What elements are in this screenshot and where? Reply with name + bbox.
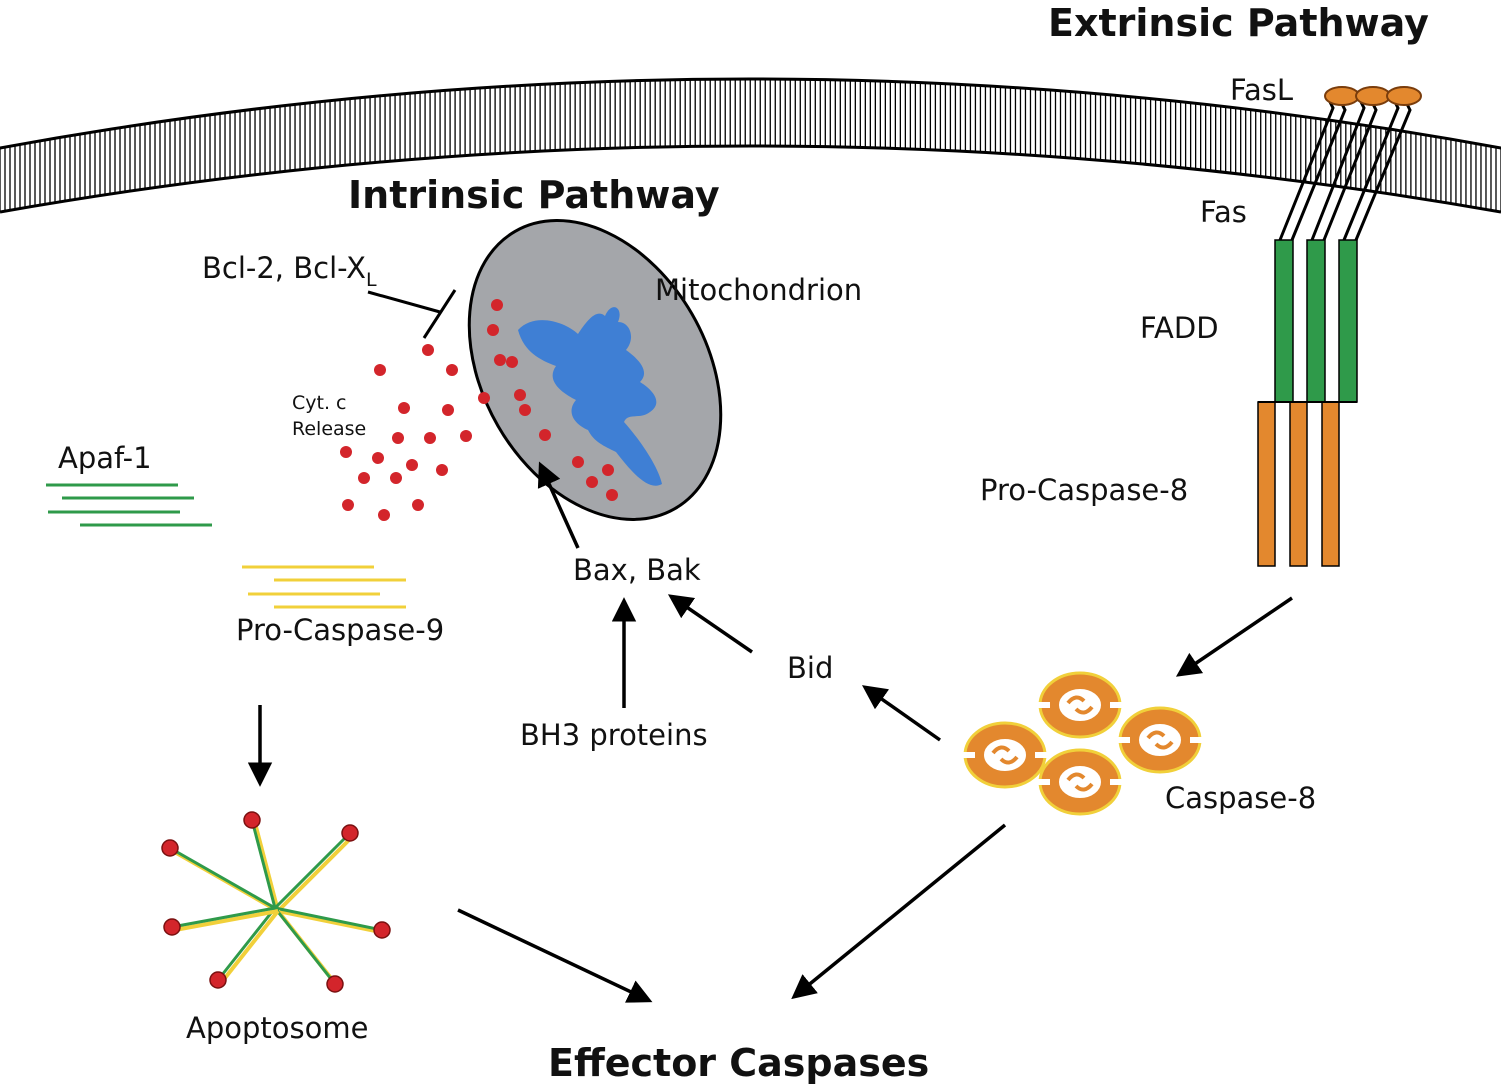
arrow-baxbak-to-mitochondrion [537,461,580,549]
mitochondrion [467,219,723,521]
cytochrome-c-release [340,344,490,521]
pro-caspase-8-label: Pro-Caspase-8 [980,473,1188,507]
bid-label: Bid [787,651,833,685]
cytc-label-line1: Cyt. c [292,392,347,414]
cell-membrane [0,77,1501,214]
mitochondrion-label: Mitochondrion [655,273,862,307]
bcl2-inhibition-line [367,290,441,314]
bax-bak-label: Bax, Bak [573,553,701,587]
mitochondrial-matrix [518,307,662,486]
intrinsic-pathway-title: Intrinsic Pathway [348,173,720,217]
apaf1-lines [46,483,212,527]
arrow-caspase8-to-bid [861,685,942,742]
pro-caspase-8-domains [1257,401,1340,567]
apoptosome [161,811,391,993]
fas-receptor-complex [1257,86,1422,567]
arrow-caspase8-to-effector [791,823,1007,1000]
fasl-ligand [1324,86,1422,106]
cytc-label-line2: Release [292,418,366,440]
pro-caspase-9-lines [242,565,406,609]
arrow-apoptosome-to-effector [457,908,653,1003]
extrinsic-pathway-title: Extrinsic Pathway [1048,1,1429,45]
bh3-proteins-label: BH3 proteins [520,718,708,752]
apaf1-label: Apaf-1 [58,441,152,475]
caspase-8-complex [963,671,1202,816]
fadd-domains [1274,239,1358,403]
bcl2-inhibition-bar [422,289,457,339]
fas-label: Fas [1200,195,1247,229]
fasl-label: FasL [1230,73,1293,107]
arrow-procasp8-to-caspase8 [1175,596,1293,677]
bcl2-label: Bcl-2, Bcl-XL [202,251,377,291]
arrow-bid-to-baxbak [667,594,753,654]
pro-caspase-9-label: Pro-Caspase-9 [236,613,444,647]
effector-caspases-title: Effector Caspases [548,1041,929,1085]
caspase-8-label: Caspase-8 [1165,781,1316,815]
fadd-label: FADD [1140,311,1219,345]
apoptosome-label: Apoptosome [186,1011,368,1045]
